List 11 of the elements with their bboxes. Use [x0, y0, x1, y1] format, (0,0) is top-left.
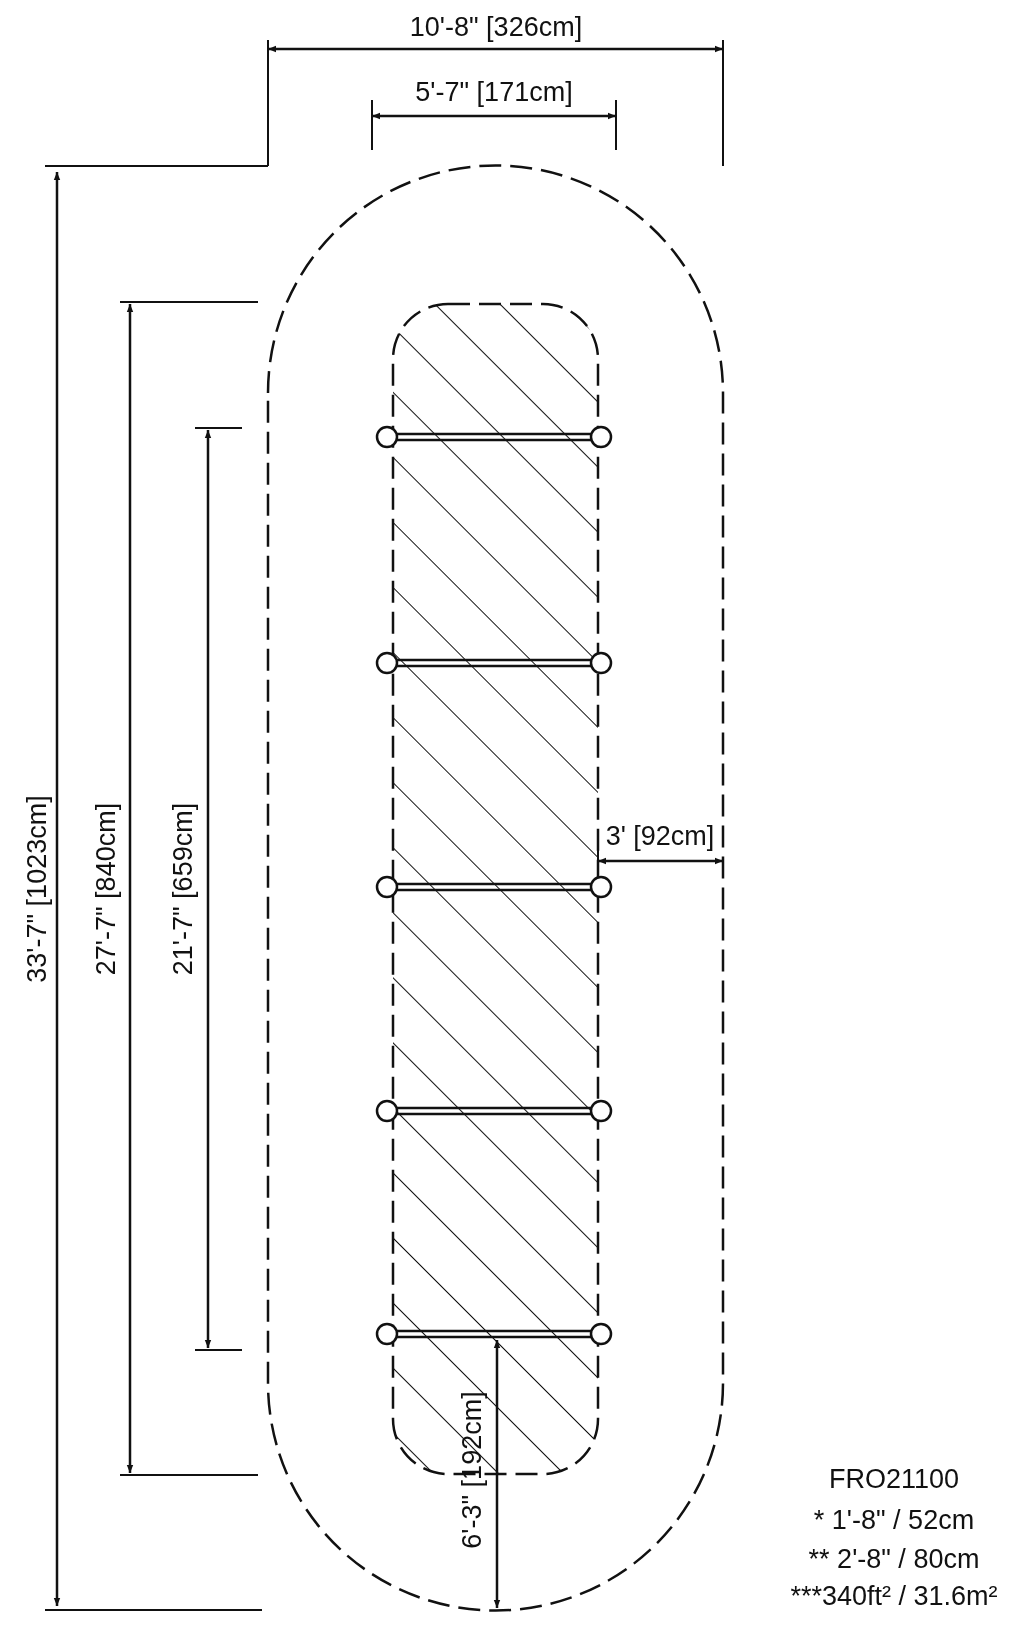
- dimension-label: 5'-7" [171cm]: [415, 78, 573, 106]
- dimension-label: 27'-7" [840cm]: [92, 802, 120, 976]
- dimension-label: 10'-8" [326cm]: [409, 13, 583, 41]
- dimension-label: 21'-7" [659cm]: [169, 802, 197, 976]
- dimension-label: 6'-3" [192cm]: [458, 1391, 486, 1549]
- note-text: * 1'-8" / 52cm: [813, 1506, 975, 1534]
- model-number: FRO21100: [828, 1465, 960, 1493]
- dimension-label: 33'-7" [1023cm]: [23, 795, 51, 983]
- note-text: ***340ft² / 31.6m²: [790, 1582, 998, 1610]
- note-text: ** 2'-8" / 80cm: [808, 1545, 980, 1573]
- dimension-label: 3' [92cm]: [605, 822, 715, 850]
